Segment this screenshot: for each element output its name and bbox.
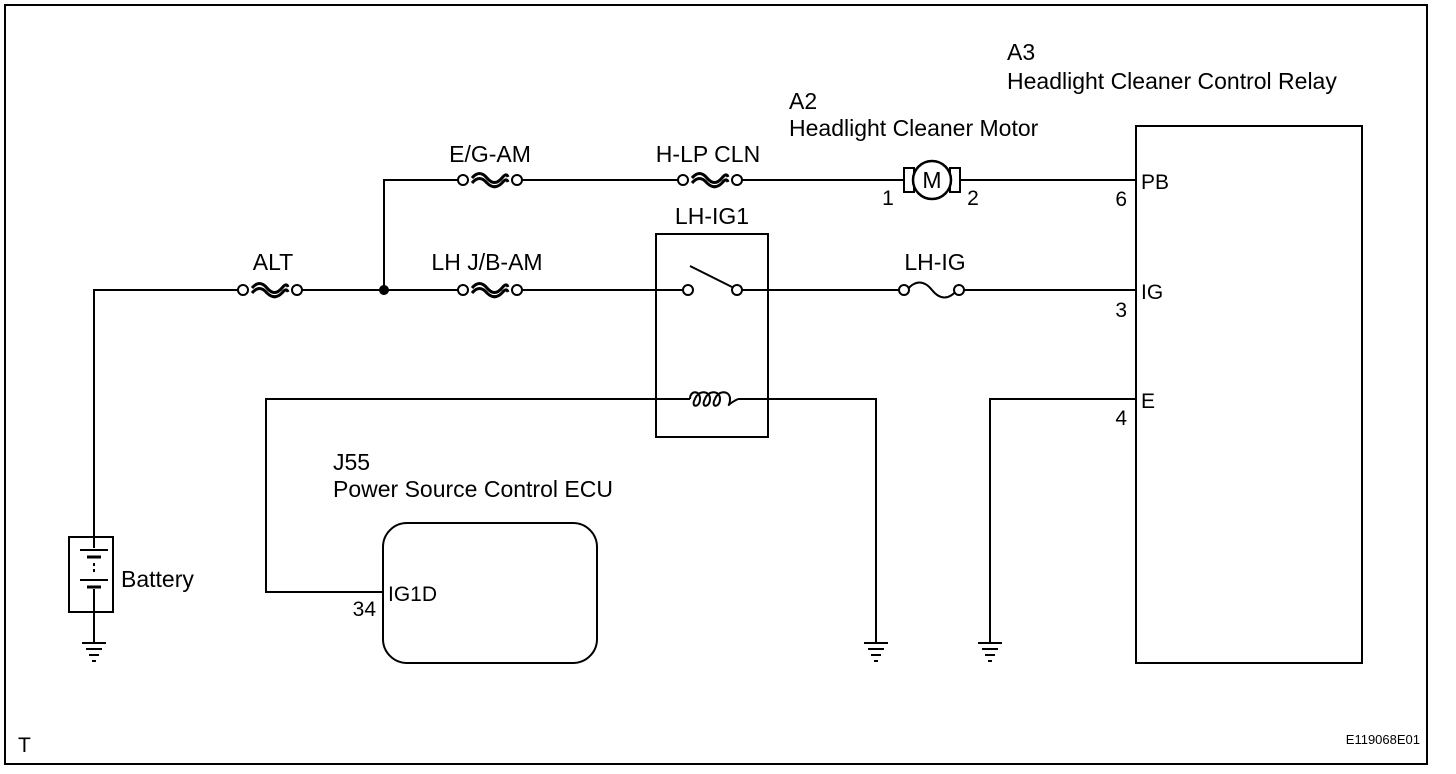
relay-lh-ig1: LH-IG1	[655, 203, 769, 438]
figure-id: E119068E01	[1346, 732, 1420, 747]
ecu-pin-name: IG1D	[388, 583, 437, 606]
relay-lh-ig1-label: LH-IG1	[675, 203, 749, 229]
relay-coil	[689, 391, 739, 407]
fuse-lh-jb-am-label: LH J/B-AM	[431, 249, 542, 275]
battery-label: Battery	[121, 566, 194, 592]
relay-pin-ig: IG	[1141, 281, 1163, 304]
fuse-lh-jb-am: LH J/B-AM	[431, 249, 543, 299]
corner-mark: T	[18, 734, 31, 757]
ecu-name: Power Source Control ECU	[333, 476, 613, 502]
ecu-pin-number: 34	[353, 598, 377, 621]
relay-pin-e: E	[1141, 390, 1155, 413]
motor-a2: M 1 2 A2 Headlight Cleaner Motor	[789, 88, 1039, 210]
fuse-alt: ALT	[236, 249, 304, 299]
relay-a3-name: Headlight Cleaner Control Relay	[1007, 68, 1337, 94]
diagram-frame	[4, 4, 1428, 765]
relay-pin-4: 4	[1115, 407, 1127, 430]
fuse-alt-label: ALT	[253, 249, 293, 275]
ecu-code: J55	[333, 449, 370, 475]
motor-name: Headlight Cleaner Motor	[789, 115, 1039, 141]
fuse-eg-am: E/G-AM	[449, 141, 531, 189]
motor-symbol	[911, 159, 953, 201]
relay-pin-pb: PB	[1141, 171, 1169, 194]
motor-pin-1: 1	[882, 187, 894, 210]
motor-symbol-letter: M	[922, 167, 941, 193]
battery: Battery	[68, 536, 194, 613]
ecu-j55: J55 Power Source Control ECU IG1D 34	[333, 449, 613, 664]
fuse-eg-am-label: E/G-AM	[449, 141, 531, 167]
motor-pin-2: 2	[967, 187, 979, 210]
ground-battery-icon	[81, 642, 107, 662]
fuse-hlp-cln-label: H-LP CLN	[656, 141, 760, 167]
fuse-lh-ig-label: LH-IG	[904, 249, 965, 275]
fuse-lh-ig: LH-IG	[898, 249, 966, 299]
relay-a3: A3 Headlight Cleaner Control Relay PB 6 …	[1007, 39, 1363, 664]
relay-switch-contact	[689, 265, 733, 288]
relay-a3-code: A3	[1007, 39, 1035, 65]
ground-relay-e-icon	[977, 642, 1003, 662]
relay-pin-3: 3	[1115, 299, 1127, 322]
relay-pin-6: 6	[1115, 188, 1127, 211]
junction-dot	[379, 285, 389, 295]
fuse-hlp-cln: H-LP CLN	[656, 141, 760, 189]
motor-code: A2	[789, 88, 817, 114]
wires	[93, 179, 1136, 643]
ground-relay-coil-icon	[863, 642, 889, 662]
